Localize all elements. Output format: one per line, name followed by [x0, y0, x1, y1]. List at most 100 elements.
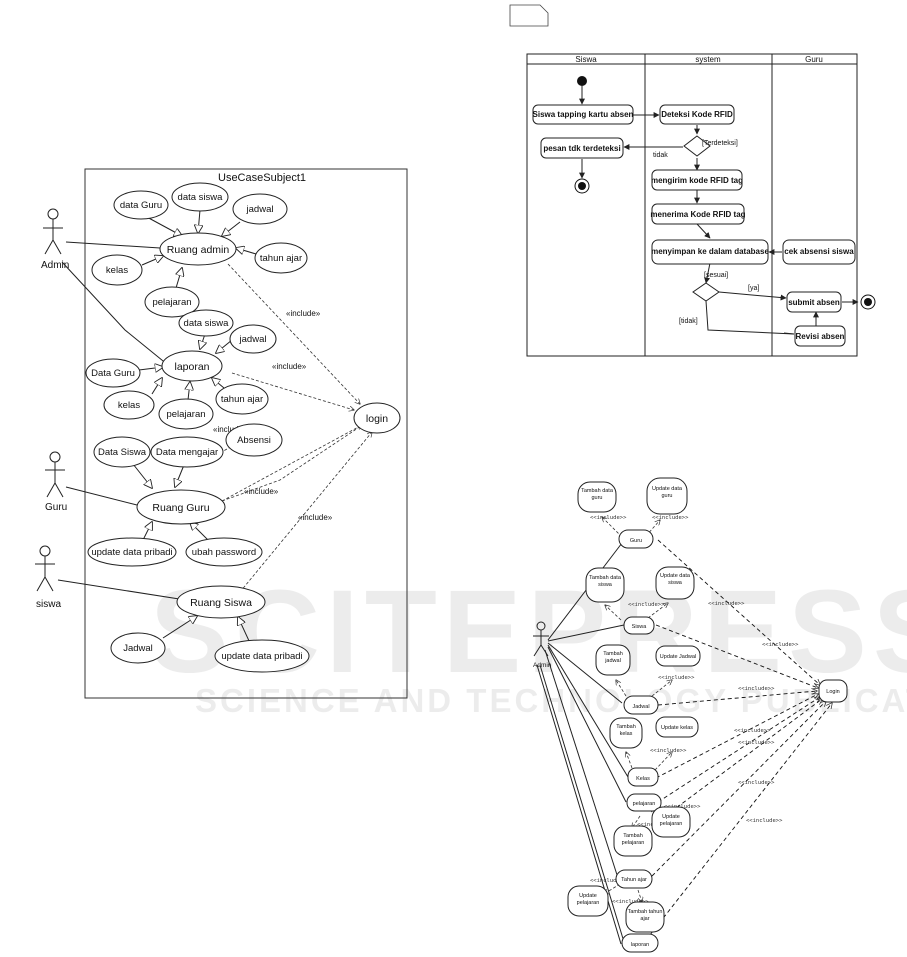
actor-admin-2-label: Admin	[533, 662, 552, 669]
act-mengirim: mengirim kode RFID tag	[651, 176, 743, 185]
uc-laporan-kelas: kelas	[118, 400, 140, 411]
generalization-edges	[132, 209, 257, 644]
activity-diagram: Siswa system Guru	[509, 4, 876, 357]
uc2-jadwal: Jadwal	[632, 704, 649, 710]
act-submit: submit absen	[788, 298, 840, 307]
uc-laporan-tahun-ajar: tahun ajar	[221, 394, 263, 405]
include-label-4: «include»	[244, 487, 279, 496]
act-revisi: Revisi absen	[796, 332, 845, 341]
assoc-admin-laporan	[61, 261, 169, 366]
uc2-siswa: Siswa	[632, 624, 648, 630]
uc-data-mengajar: Data mengajar	[156, 447, 218, 458]
actor-admin-label: Admin	[41, 260, 69, 271]
include-label-2: «include»	[272, 362, 307, 371]
note-shape	[509, 4, 549, 27]
uc2-update-pelajaran-2: Update pelajaran	[576, 893, 600, 906]
guard-ya: [ya]	[748, 285, 759, 292]
usecase-diagram-1: UseCaseSubject1 Admin Guru siswa	[35, 168, 408, 699]
actor-admin	[43, 208, 63, 255]
uc-ruang-admin: Ruang admin	[167, 244, 230, 256]
activity-action-labels: Siswa tapping kartu absen Deteksi Kode R…	[533, 110, 855, 341]
lane-siswa: Siswa	[575, 55, 597, 64]
uc-login: login	[366, 413, 388, 425]
uc2-tambah-kelas: Tambah kelas	[616, 724, 636, 737]
uc-laporan: laporan	[174, 361, 209, 373]
start-node	[577, 76, 587, 86]
uc-laporan-pelajaran: pelajaran	[166, 409, 205, 420]
act-cek: cek absensi siswa	[784, 247, 854, 256]
uc2-update-data-siswa: Update data siswa	[660, 573, 690, 586]
svg-text:<<include>>: <<include>>	[652, 515, 689, 521]
uc-siswa-update-data-pribadi: update data pribadi	[221, 651, 302, 662]
svg-text:<<include>>: <<include>>	[658, 675, 695, 681]
act-pesan: pesan tdk terdeteksi	[543, 144, 620, 153]
uc2-tambah-tahun-ajar: Tambah tahun ajar	[627, 909, 663, 922]
actor-guru	[45, 451, 65, 498]
act-tapping: Siswa tapping kartu absen	[533, 110, 634, 119]
usecase-labels-2: Tambah data guru Update data guru Guru T…	[576, 486, 840, 948]
guard-tidak: tidak	[653, 152, 668, 159]
guard-tidak-2: [tidak]	[679, 318, 698, 325]
uc2-tambah-data-siswa: Tambah data siswa	[589, 575, 621, 588]
uc-data-siswa: data siswa	[178, 192, 224, 203]
uc-laporan-jadwal: jadwal	[239, 334, 267, 345]
act-deteksi: Deteksi Kode RFID	[661, 110, 733, 119]
usecase-nodes-1	[85, 182, 401, 673]
actor-guru-label: Guru	[45, 502, 67, 513]
uc-guru-data-siswa: Data Siswa	[98, 447, 147, 458]
uc-jadwal: jadwal	[246, 204, 274, 215]
uc-ruang-guru: Ruang Guru	[152, 502, 209, 514]
uc2-kelas: Kelas	[636, 776, 650, 782]
uc-kelas: kelas	[106, 265, 128, 276]
svg-text:<<include>>: <<include>>	[708, 601, 745, 607]
uc2-tambah-pelajaran: Tambah pelajaran	[621, 833, 645, 846]
usecase-diagram-2: Admin	[533, 477, 848, 953]
svg-text:<<include>>: <<include>>	[738, 780, 775, 786]
uc2-update-pelajaran: Update pelajaran	[659, 814, 683, 827]
uc-tahun-ajar: tahun ajar	[260, 253, 302, 264]
uc2-update-data-guru: Update data guru	[652, 486, 682, 499]
svg-text:<<include>>: <<include>>	[612, 899, 649, 905]
lane-guru: Guru	[805, 55, 823, 64]
svg-text:<<include>>: <<include>>	[664, 804, 701, 810]
assoc-admin-ruang-admin	[65, 241, 161, 249]
uc-laporan-data-guru: Data Guru	[91, 368, 135, 379]
svg-text:<<include>>: <<include>>	[590, 878, 627, 884]
uc2-tahun-ajar: Tahun ajar	[621, 877, 647, 883]
include-edges-2	[602, 517, 832, 941]
usecase-nodes-2	[567, 477, 848, 953]
include-label-3: «include»	[213, 425, 248, 434]
uc2-update-jadwal: Update Jadwal	[660, 654, 696, 660]
uc-laporan-data-siswa: data siswa	[184, 318, 230, 329]
svg-text:<<include>>: <<include>>	[762, 642, 799, 648]
actor-siswa-label: siswa	[36, 599, 61, 610]
uc2-tambah-jadwal: Tambah jadwal	[603, 651, 623, 664]
activity-guards: [Terdeteksi] tidak [sesuai] [ya] [tidak]	[653, 140, 759, 325]
svg-text:<<include>>: <<include>>	[738, 740, 775, 746]
assoc-siswa-ruang-siswa	[57, 579, 193, 602]
act-menerima: menerima Kode RFID tag	[650, 210, 745, 219]
activity-actions	[532, 104, 856, 347]
decision-terdeteksi	[683, 135, 711, 157]
uc2-guru: Guru	[630, 538, 642, 544]
activity-flows	[579, 86, 859, 335]
uc-pelajaran: pelajaran	[152, 297, 191, 308]
uc-ubah-password: ubah password	[192, 547, 256, 558]
decision-sesuai	[692, 282, 720, 302]
uc-absensi: Absensi	[237, 435, 271, 446]
usecase-labels-1: data Guru data siswa jadwal Ruang admin …	[91, 192, 388, 662]
uc2-pelajaran: pelajaran	[633, 801, 656, 807]
subject-label: UseCaseSubject1	[218, 172, 306, 184]
include-label-5: «include»	[298, 513, 333, 522]
swimlane-frame	[526, 53, 858, 357]
lane-system: system	[695, 55, 721, 64]
uc-update-data-pribadi: update data pribadi	[91, 547, 172, 558]
uc2-laporan: laporan	[631, 942, 649, 948]
system-boundary	[84, 168, 408, 699]
uc-siswa-jadwal: Jadwal	[123, 643, 153, 654]
svg-text:<<include>>: <<include>>	[734, 728, 771, 734]
uc2-tambah-data-guru: Tambah data guru	[581, 488, 613, 501]
svg-text:<<include>>: <<include>>	[738, 686, 775, 692]
uc-ruang-siswa: Ruang Siswa	[190, 597, 252, 609]
